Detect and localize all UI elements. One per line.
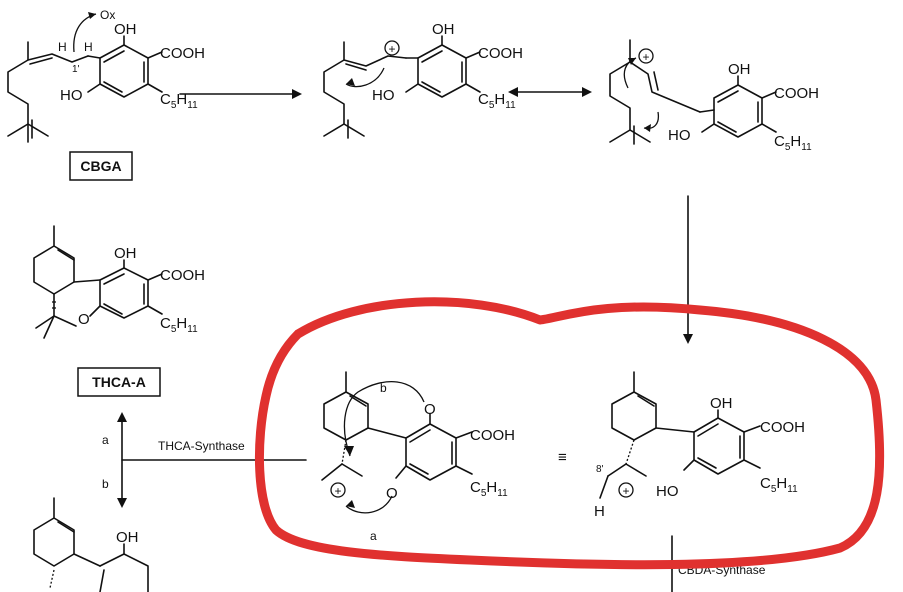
svg-text:+: + <box>642 50 649 64</box>
pathway-ab-arrow: a b THCA-Synthase <box>102 412 307 508</box>
cooh-label: COOH <box>774 85 819 102</box>
cooh-label: COOH <box>160 267 205 284</box>
arrowhead-icon <box>117 412 127 422</box>
positive-charge-icon <box>638 48 654 64</box>
arrowhead-icon <box>344 446 354 456</box>
c5h11-label: C5H11 <box>470 479 508 499</box>
cation-resonance-structure: + OH COOH HO C5H11 <box>609 39 819 153</box>
ho-label: HO <box>668 127 691 144</box>
positive-charge-icon <box>330 482 346 498</box>
cbga-box <box>69 151 133 181</box>
cbda-partial-structure: OH <box>33 497 149 592</box>
arrowhead-icon <box>508 87 518 97</box>
o-label: O <box>78 311 90 328</box>
arrowhead-icon <box>683 334 693 344</box>
svg-text:+: + <box>334 484 341 498</box>
c5h11-label: C5H11 <box>160 315 198 335</box>
thca-a-structure: O OH COOH C5H11 THCA-A <box>33 225 205 397</box>
h-right-label: H <box>84 40 93 54</box>
oh-label: OH <box>728 61 751 78</box>
o-label: O <box>424 401 436 418</box>
oh-label: OH <box>116 529 139 546</box>
arrowhead-icon <box>346 78 355 86</box>
ho-label: HO <box>656 483 679 500</box>
cooh-label: COOH <box>160 45 205 62</box>
svg-text:+: + <box>622 484 629 498</box>
c5h11-label: C5H11 <box>760 475 798 495</box>
path-a-label: a <box>102 433 109 447</box>
path-b-label: b <box>380 381 387 395</box>
cyclization-intermediate-structure: + O O COOH C5H11 b a <box>321 371 515 543</box>
arrowhead-icon <box>88 12 96 19</box>
cooh-label: COOH <box>470 427 515 444</box>
arrowhead-icon <box>346 500 355 508</box>
ho-label: HO <box>60 87 83 104</box>
arrowhead-icon <box>117 498 127 508</box>
thca-synthase-label: THCA-Synthase <box>158 439 245 453</box>
cbga-structure: Ox H H 1' OH COOH HO C5H11 CBGA <box>7 8 205 181</box>
c5h11-label: C5H11 <box>478 91 516 111</box>
positive-charge-icon <box>384 40 400 56</box>
oh-label: OH <box>114 245 137 262</box>
ox-label: Ox <box>100 8 115 22</box>
thca-a-label: THCA-A <box>92 374 146 390</box>
oh-label: OH <box>114 21 137 38</box>
cooh-label: COOH <box>478 45 523 62</box>
oh-label: OH <box>432 21 455 38</box>
c5h11-label: C5H11 <box>160 91 198 111</box>
position-8prime-label: 8' <box>596 464 604 475</box>
cbga-label: CBGA <box>80 158 121 174</box>
arrowhead-icon <box>628 58 636 65</box>
reaction-arrow-1 <box>179 89 302 99</box>
c5h11-label: C5H11 <box>774 133 812 153</box>
resonance-arrow <box>508 87 592 97</box>
allyl-cation-structure: + OH COOH HO C5H11 <box>323 21 523 139</box>
menthyl-cation-structure: + 8' H OH COOH HO C5H11 <box>594 371 805 520</box>
thca-a-box <box>77 367 161 397</box>
highlight-outline <box>254 297 885 570</box>
equivalence-sign: ≡ <box>558 449 567 466</box>
h-left-label: H <box>58 40 67 54</box>
svg-text:+: + <box>388 42 395 56</box>
arrowhead-icon <box>644 124 651 132</box>
reaction-arrow-down <box>683 195 693 344</box>
h-label: H <box>594 503 605 520</box>
arrowhead-icon <box>582 87 592 97</box>
position-1prime-label: 1' <box>72 64 80 75</box>
o-label: O <box>386 485 398 502</box>
positive-charge-icon <box>618 482 634 498</box>
oh-label: OH <box>710 395 733 412</box>
path-a-label: a <box>370 529 377 543</box>
ho-label: HO <box>372 87 395 104</box>
path-b-label: b <box>102 477 109 491</box>
arrowhead-icon <box>292 89 302 99</box>
cooh-label: COOH <box>760 419 805 436</box>
